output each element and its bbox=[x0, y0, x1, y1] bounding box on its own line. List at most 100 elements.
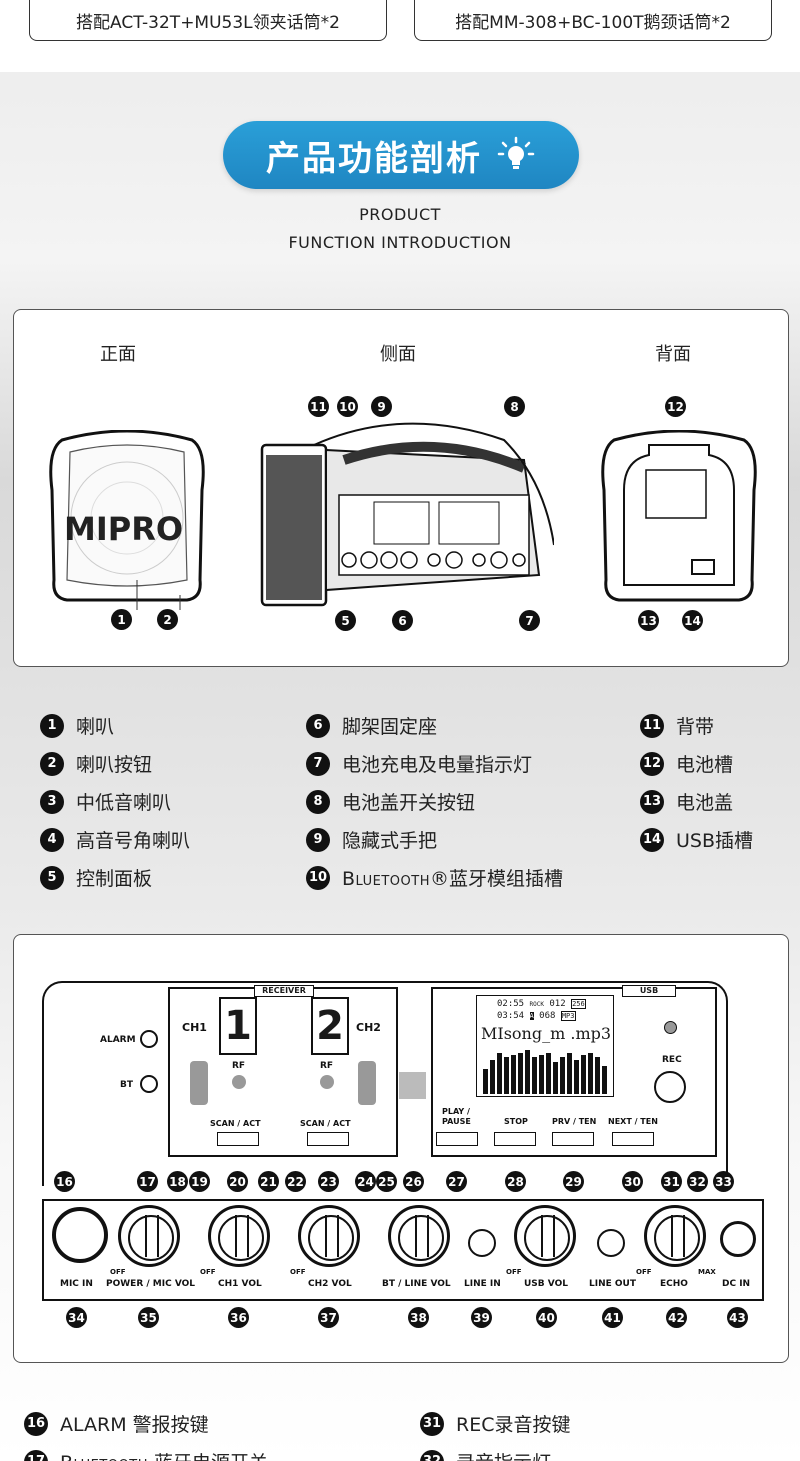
front-view-label: 正面 bbox=[100, 344, 136, 365]
bt-line-vol-knob[interactable] bbox=[388, 1205, 450, 1267]
legend-number-4: 4 bbox=[40, 827, 64, 852]
ch1-label: CH1 bbox=[182, 1021, 207, 1034]
line-out-jack[interactable] bbox=[597, 1229, 625, 1257]
legend-text-4: 高音号角喇叭 bbox=[76, 826, 190, 853]
bt-power-button[interactable] bbox=[140, 1075, 158, 1093]
eq-bar bbox=[595, 1057, 600, 1094]
rec-button[interactable] bbox=[654, 1071, 686, 1103]
eq-bar bbox=[560, 1057, 565, 1094]
control-legend-label-16: ALARM 警报按键 bbox=[60, 1414, 209, 1436]
rec-indicator-led bbox=[664, 1021, 677, 1034]
play-pause-label-2: PAUSE bbox=[442, 1117, 471, 1126]
legend-item-1: 1 喇叭 bbox=[40, 712, 114, 739]
stop-button[interactable] bbox=[494, 1132, 536, 1146]
legend-label-7: 电池充电及电量指示灯 bbox=[342, 754, 533, 776]
usb-player-section bbox=[431, 987, 717, 1157]
legend-number-8: 8 bbox=[306, 789, 330, 814]
control-legend-number-17: 17 bbox=[24, 1449, 48, 1461]
callout-5: 5 bbox=[335, 610, 356, 631]
legend-item-9: 9 隐藏式手把 bbox=[306, 826, 437, 853]
legend-text-5: 控制面板 bbox=[76, 864, 152, 891]
next-ten-button[interactable] bbox=[612, 1132, 654, 1146]
eq-bar bbox=[532, 1057, 537, 1094]
rec-label: REC bbox=[662, 1055, 682, 1065]
control-legend-item-16: 16 ALARM 警报按键 bbox=[24, 1410, 209, 1437]
front-view-drawing bbox=[49, 430, 205, 610]
control-legend-text-32: 录音指示灯 bbox=[456, 1448, 551, 1461]
bt-label: BT bbox=[120, 1080, 133, 1090]
usb-vol-knob[interactable] bbox=[514, 1205, 576, 1267]
play-pause-button[interactable] bbox=[436, 1132, 478, 1146]
legend-number-2: 2 bbox=[40, 751, 64, 776]
off-label-4: OFF bbox=[506, 1268, 522, 1276]
legend-label-1: 喇叭 bbox=[76, 716, 115, 738]
ch2-rf-label: RF bbox=[320, 1061, 334, 1071]
ch1-vol-knob[interactable] bbox=[208, 1205, 270, 1267]
mic-in-jack[interactable] bbox=[52, 1207, 108, 1263]
lcd-equalizer bbox=[483, 1048, 609, 1094]
eq-bar bbox=[574, 1059, 579, 1094]
section-title: 产品功能剖析 bbox=[266, 138, 482, 179]
control-legend-label-17: 蓝牙电源开关 bbox=[148, 1452, 268, 1461]
panel-callout-38: 38 bbox=[408, 1307, 429, 1328]
panel-callout-27: 27 bbox=[446, 1171, 467, 1192]
power-mic-vol-label: POWER / MIC VOL bbox=[106, 1279, 196, 1289]
legend-text-1: 喇叭 bbox=[76, 712, 114, 739]
bt-module-slot bbox=[399, 1072, 426, 1099]
prv-ten-button[interactable] bbox=[552, 1132, 594, 1146]
alarm-button[interactable] bbox=[140, 1030, 158, 1048]
legend-label-4: 高音号角喇叭 bbox=[76, 830, 191, 852]
stop-label: STOP bbox=[504, 1117, 528, 1126]
legend-text-3: 中低音喇叭 bbox=[76, 788, 171, 815]
legend-text-7: 电池充电及电量指示灯 bbox=[342, 750, 532, 777]
ch1-display: 1 bbox=[219, 997, 257, 1055]
control-legend-text-31: REC录音按键 bbox=[456, 1410, 570, 1437]
power-mic-vol-knob[interactable] bbox=[118, 1205, 180, 1267]
legend-text-6: 脚架固定座 bbox=[342, 712, 437, 739]
panel-callout-19: 19 bbox=[189, 1171, 210, 1192]
combo-option-1: 搭配ACT-32T+MU53L领夹话筒*2 bbox=[29, 0, 387, 41]
panel-callout-17: 17 bbox=[137, 1171, 158, 1192]
subtitle-line-1: PRODUCT bbox=[359, 205, 441, 224]
panel-callout-29: 29 bbox=[563, 1171, 584, 1192]
dc-in-jack[interactable] bbox=[720, 1221, 756, 1257]
echo-knob[interactable] bbox=[644, 1205, 706, 1267]
control-legend-label-32: 录音指示灯 bbox=[456, 1452, 551, 1461]
eq-bar bbox=[511, 1054, 516, 1094]
legend-number-9: 9 bbox=[306, 827, 330, 852]
panel-callout-39: 39 bbox=[471, 1307, 492, 1328]
control-legend-bluetooth-word: Bluetooth bbox=[60, 1452, 148, 1461]
legend-number-5: 5 bbox=[40, 865, 64, 890]
callout-13: 13 bbox=[638, 610, 659, 631]
eq-bar bbox=[546, 1052, 551, 1094]
legend-number-14: 14 bbox=[640, 827, 664, 852]
callout-10: 10 bbox=[337, 396, 358, 417]
control-legend-number-16: 16 bbox=[24, 1411, 48, 1436]
legend-text-9: 隐藏式手把 bbox=[342, 826, 437, 853]
panel-callout-42: 42 bbox=[666, 1307, 687, 1328]
ch2-rf-led bbox=[320, 1075, 334, 1089]
panel-callout-32: 32 bbox=[687, 1171, 708, 1192]
panel-callout-31: 31 bbox=[661, 1171, 682, 1192]
ch2-vol-knob[interactable] bbox=[298, 1205, 360, 1267]
ch2-meter bbox=[358, 1061, 376, 1105]
usb-vol-label: USB VOL bbox=[524, 1279, 568, 1289]
product-views-panel: 正面 侧面 背面 MIPRO 1 2 11 10 9 8 5 6 7 bbox=[13, 309, 789, 667]
legend-number-1: 1 bbox=[40, 713, 64, 738]
ch1-scan-label: SCAN / ACT bbox=[210, 1119, 261, 1128]
eq-bar bbox=[602, 1066, 607, 1094]
legend-item-5: 5 控制面板 bbox=[40, 864, 152, 891]
ch2-scan-button[interactable] bbox=[307, 1132, 349, 1146]
panel-callout-34: 34 bbox=[66, 1307, 87, 1328]
ch1-scan-button[interactable] bbox=[217, 1132, 259, 1146]
side-view-label: 侧面 bbox=[380, 344, 416, 365]
panel-callout-41: 41 bbox=[602, 1307, 623, 1328]
eq-bar bbox=[539, 1054, 544, 1094]
line-in-jack[interactable] bbox=[468, 1229, 496, 1257]
panel-callout-20: 20 bbox=[227, 1171, 248, 1192]
eq-bar bbox=[490, 1059, 495, 1094]
panel-callout-23: 23 bbox=[318, 1171, 339, 1192]
